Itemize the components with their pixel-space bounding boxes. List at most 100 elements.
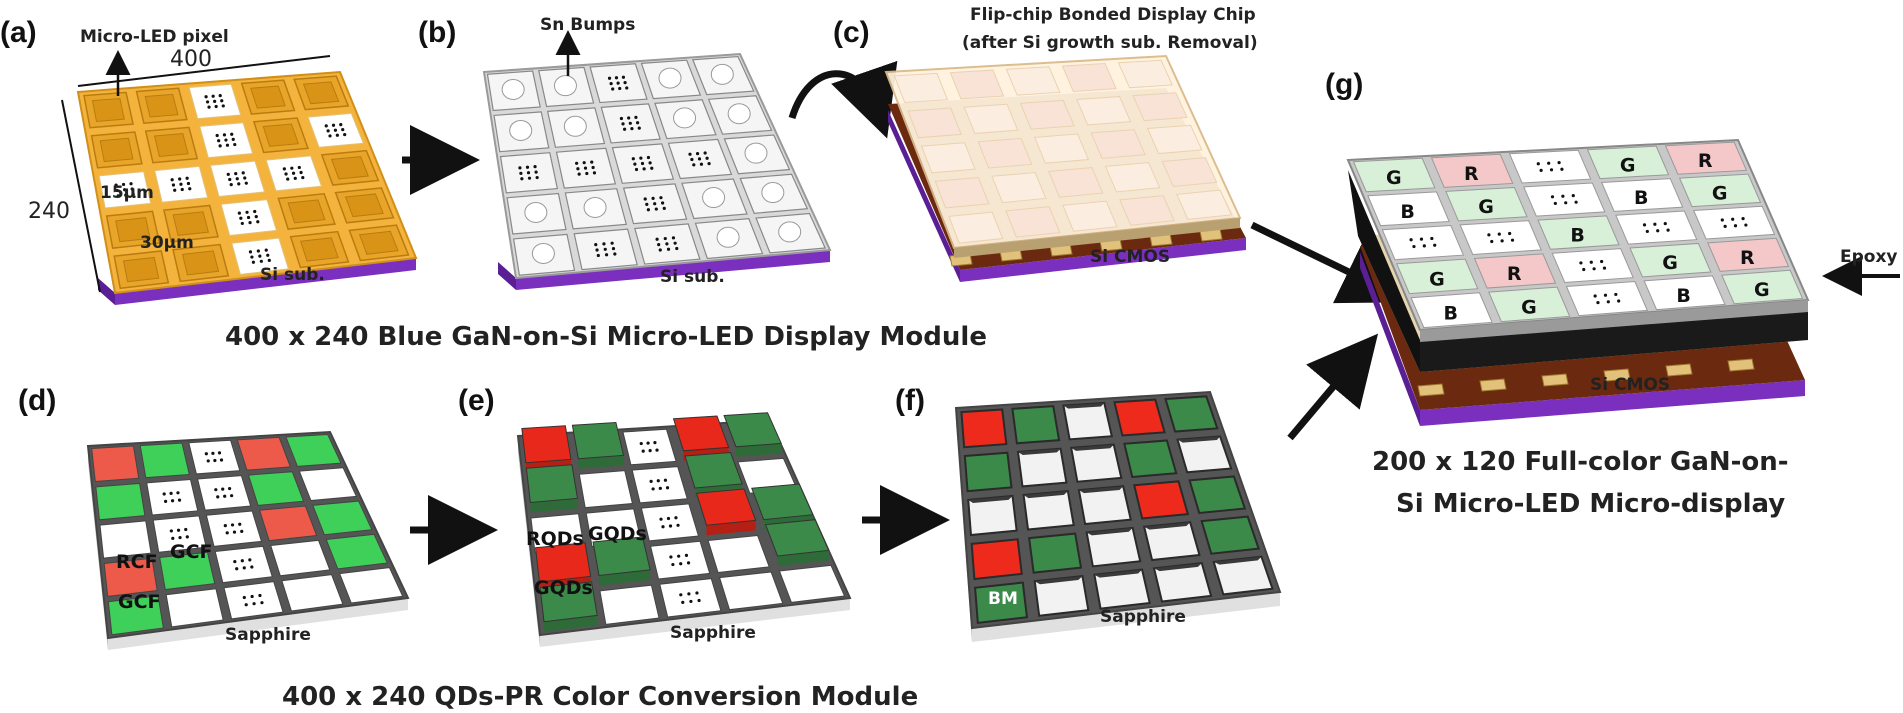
bm-wall: [1154, 563, 1202, 572]
pixel-cell: [91, 97, 125, 123]
pixel-cell: [631, 466, 688, 504]
sub-pixel-dot: [1723, 224, 1727, 228]
black-matrix-grid: [960, 395, 1274, 625]
pixel-cell: [99, 520, 152, 559]
sub-pixel-dot: [222, 133, 227, 137]
sub-pixel-dot: [705, 156, 709, 160]
sub-pixel-dot: [1487, 233, 1491, 237]
panel-label-g: (g): [1325, 68, 1363, 101]
sub-pixel-dot: [214, 488, 218, 492]
sub-pixel-dot: [689, 599, 693, 604]
bm-wall: [1063, 402, 1105, 409]
sub-pixel-dot: [206, 459, 210, 463]
panel-label-b: (b): [418, 16, 456, 49]
sub-pixel-dot: [1666, 228, 1670, 232]
sub-pixel-dot: [223, 494, 227, 498]
pixel-cell: [1430, 153, 1514, 188]
qd-block: [539, 581, 598, 623]
sub-pixel-dot: [173, 188, 177, 192]
pixel-color-label: G: [1662, 252, 1678, 274]
pixel-cell: [1016, 447, 1068, 488]
sub-pixel-dot: [699, 162, 704, 166]
sub-pixel-dot: [1549, 168, 1554, 172]
rcf-label: RCF: [116, 551, 158, 573]
color-filter-grid: [91, 434, 404, 636]
sub-pixel-dot: [179, 182, 183, 186]
pixel-cell: [165, 588, 224, 628]
sub-pixel-dot: [1539, 168, 1543, 172]
pixel-cell: [1459, 220, 1542, 255]
pixel-cell: [707, 534, 770, 573]
sub-pixel-dot: [215, 133, 219, 138]
pixel-cell: [172, 211, 210, 236]
sub-pixel-dot: [124, 193, 128, 197]
sn-bump: [524, 201, 548, 223]
sub-pixel-dot: [646, 441, 650, 445]
sub-pixel-dot: [577, 172, 581, 176]
sub-pixel-dot: [256, 220, 260, 224]
sub-pixel-dot: [250, 255, 254, 259]
pixel-cell: [146, 479, 199, 516]
pixel-cell: [188, 439, 241, 475]
sub-pixel-dot: [661, 201, 665, 205]
sub-pixel-dot: [649, 479, 653, 483]
sub-pixel-dot: [1653, 222, 1657, 226]
sub-pixel-dot: [630, 127, 634, 131]
sn-bump: [501, 78, 525, 100]
sub-pixel-dot: [663, 478, 668, 482]
sub-pixel-dot: [237, 211, 241, 215]
sub-pixel-dot: [639, 156, 643, 160]
sub-pixel-dot: [707, 161, 711, 166]
sub-pixel-dot: [291, 171, 296, 175]
sub-pixel-dot: [231, 137, 235, 141]
sub-pixel-dot: [1733, 224, 1738, 228]
pitch-30-label: 30μm: [140, 233, 194, 253]
sub-pixel-dot: [655, 237, 659, 241]
sub-pixel-dot: [527, 176, 532, 180]
pitch-15-label: 15μm: [100, 183, 154, 203]
pixel-cell: [91, 445, 140, 482]
sub-pixel-dot: [205, 100, 210, 104]
sub-pixel-dot: [219, 458, 224, 462]
pixel-cell: [960, 408, 1008, 449]
sub-pixel-dot: [1490, 239, 1494, 244]
gqds-label-1: GQDs: [588, 523, 647, 545]
pixel-cell: [281, 574, 344, 612]
sub-pixel-dot: [651, 487, 655, 491]
pixel-cell: [949, 69, 1005, 100]
sub-pixel-dot: [688, 152, 692, 156]
pixel-cell: [153, 132, 189, 158]
sub-pixel-dot: [218, 144, 222, 148]
panel-label-d: (d): [18, 384, 56, 417]
sub-pixel-dot: [1596, 300, 1600, 305]
sub-pixel-dot: [237, 182, 241, 186]
sub-pixel-dot: [611, 246, 616, 251]
sub-pixel-dot: [266, 253, 270, 257]
bm-wall: [1213, 556, 1262, 565]
sub-pixel-dot: [297, 165, 301, 170]
sub-pixel-dot: [171, 183, 176, 187]
sub-pixel-dot: [114, 183, 118, 187]
sub-pixel-dot: [520, 177, 524, 181]
qd-block-side: [544, 615, 598, 632]
sub-pixel-dot: [686, 561, 691, 565]
pixel-cell: [1629, 242, 1712, 278]
sub-pixel-dot: [590, 160, 594, 164]
pixel-cell: [1692, 205, 1776, 240]
sub-pixel-dot: [576, 167, 580, 171]
sub-pixel-dot: [299, 170, 303, 175]
sub-pixel-dot: [204, 95, 208, 99]
sub-pixel-dot: [675, 246, 679, 251]
sub-pixel-dot: [240, 221, 244, 226]
sub-pixel-dot: [594, 242, 598, 247]
conversion-module-caption: 400 x 240 QDs-PR Color Conversion Module: [282, 682, 918, 712]
sub-pixel-dot: [676, 523, 680, 527]
sub-pixel-dot: [625, 86, 629, 90]
sub-pixel-dot: [656, 479, 660, 483]
solder-bump: [1603, 368, 1631, 382]
sub-pixel-dot: [211, 451, 215, 455]
sub-pixel-dot: [250, 565, 254, 569]
dimension-400-label: 400: [170, 47, 212, 72]
pixel-cell: [1707, 237, 1790, 272]
sub-pixel-dot: [1642, 223, 1647, 227]
